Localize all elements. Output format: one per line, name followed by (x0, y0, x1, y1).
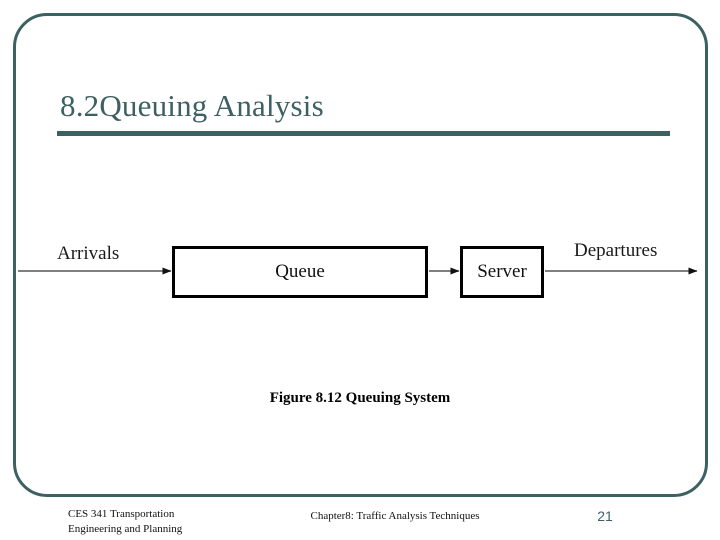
title-underline-rule (57, 131, 670, 136)
footer-chapter: Chapter8: Traffic Analysis Techniques (310, 510, 480, 522)
footer-course-line-1: CES 341 Transportation (68, 508, 175, 520)
footer-course: CES 341 Transportation Engineering and P… (68, 507, 298, 537)
page-title: 8.2Queuing Analysis (60, 88, 324, 123)
queue-box: Queue (172, 246, 428, 298)
slide-border-frame (13, 13, 708, 497)
footer-course-line-2: Engineering and Planning (68, 523, 183, 535)
page-number: 21 (597, 508, 613, 524)
server-box: Server (460, 246, 544, 298)
departures-label: Departures (574, 240, 658, 261)
arrivals-label: Arrivals (57, 243, 120, 264)
figure-caption: Figure 8.12 Queuing System (269, 390, 451, 406)
